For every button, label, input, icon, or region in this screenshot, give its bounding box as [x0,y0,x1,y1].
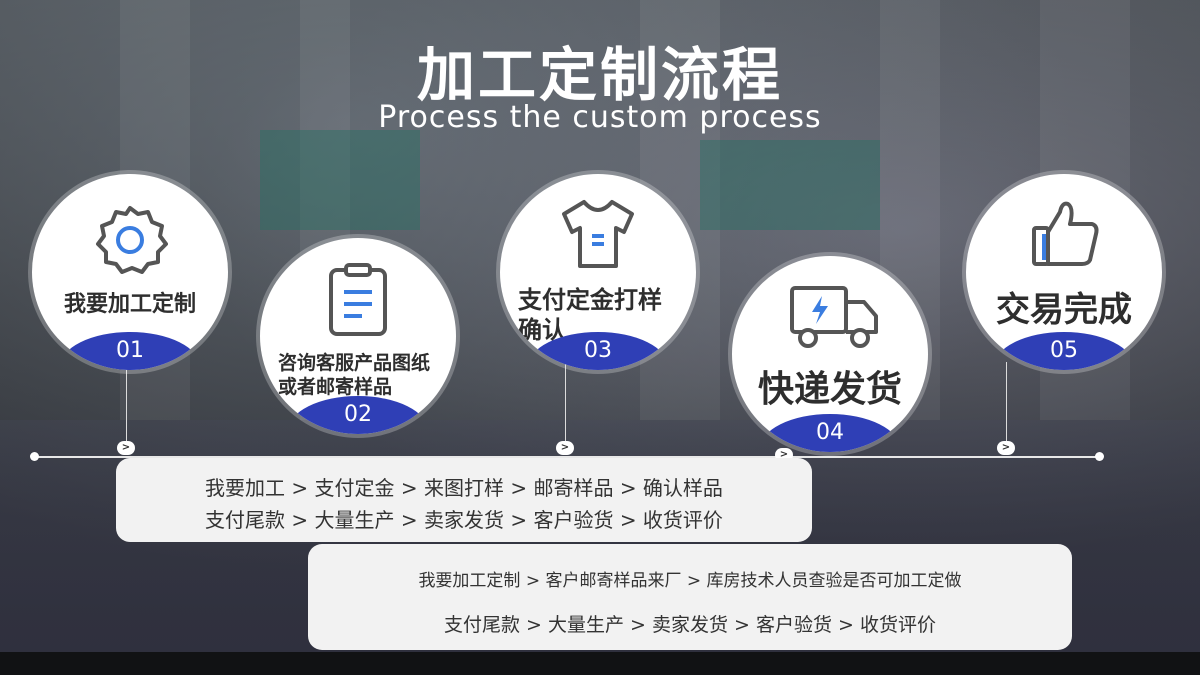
tshirt-icon [556,196,640,272]
timeline-arrow-icon: > [117,441,135,455]
timeline-start-dot [30,452,39,461]
step-card-03: 支付定金打样 确认 03 [500,174,696,370]
process-summary-line: 支付尾款 > 大量生产 > 卖家发货 > 客户验货 > 收货评价 [444,614,936,636]
connector-line [126,370,127,454]
step-number: 01 [116,338,144,363]
step-card-02: 咨询客服产品图纸 或者邮寄样品 02 [260,238,456,434]
connector-line [1006,362,1007,454]
clipboard-icon [326,262,390,338]
step-card-04: 快递发货 04 [732,256,928,452]
bottom-bar [0,652,1200,675]
timeline-end-dot [1095,452,1104,461]
page-title: 加工定制流程 [416,41,783,109]
process-summary-line: 我要加工 > 支付定金 > 来图打样 > 邮寄样品 > 确认样品 [205,476,723,500]
step-label: 我要加工定制 [63,292,196,317]
step-label: 快递发货 [757,369,902,410]
step-number: 03 [584,338,612,363]
process-summary-box-2: 我要加工定制 > 客户邮寄样品来厂 > 库房技术人员查验是否可加工定做 支付尾款… [308,544,1072,650]
step-number-badge: 02 [288,396,428,434]
step-label: 咨询客服产品图纸 [278,352,431,374]
step-number: 02 [344,402,372,427]
timeline-line [34,456,1100,458]
step-card-01: 我要加工定制 01 [32,174,228,370]
process-summary-line: 支付尾款 > 大量生产 > 卖家发货 > 客户验货 > 收货评价 [205,508,723,532]
step-number-badge: 03 [528,332,668,370]
step-number: 04 [816,420,844,445]
page-subtitle: Process the custom process [378,100,822,135]
step-number-badge: 05 [994,332,1134,370]
step-card-05: 交易完成 05 [966,174,1162,370]
timeline-arrow-icon: > [556,441,574,455]
step-number-badge: 01 [60,332,200,370]
step-label: 交易完成 [996,290,1132,330]
gear-icon [92,202,168,278]
step-label: 或者邮寄样品 [278,376,393,398]
step-number-badge: 04 [760,414,900,452]
delivery-truck-icon [788,282,880,354]
connector-line [565,362,566,454]
thumbs-up-icon [1030,198,1102,270]
timeline-arrow-icon: > [997,441,1015,455]
process-summary-line: 我要加工定制 > 客户邮寄样品来厂 > 库房技术人员查验是否可加工定做 [418,571,962,591]
step-label: 支付定金打样 [518,286,662,314]
step-number: 05 [1050,338,1078,363]
process-summary-box-1: 我要加工 > 支付定金 > 来图打样 > 邮寄样品 > 确认样品 支付尾款 > … [116,458,812,542]
